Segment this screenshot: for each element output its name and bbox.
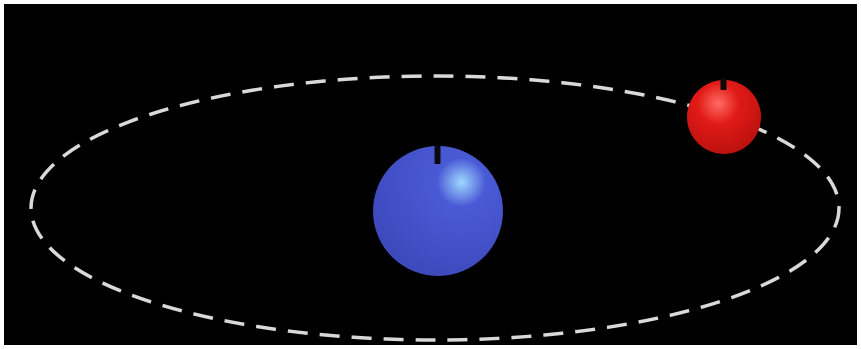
orbiting-body-sphere — [687, 80, 761, 154]
central-body-marker — [435, 146, 441, 164]
orbit-diagram — [4, 4, 857, 345]
central-body-sphere — [373, 146, 503, 276]
orbiting-body-marker — [721, 78, 727, 90]
orbit-diagram-canvas — [4, 4, 857, 345]
central-body — [373, 146, 503, 276]
